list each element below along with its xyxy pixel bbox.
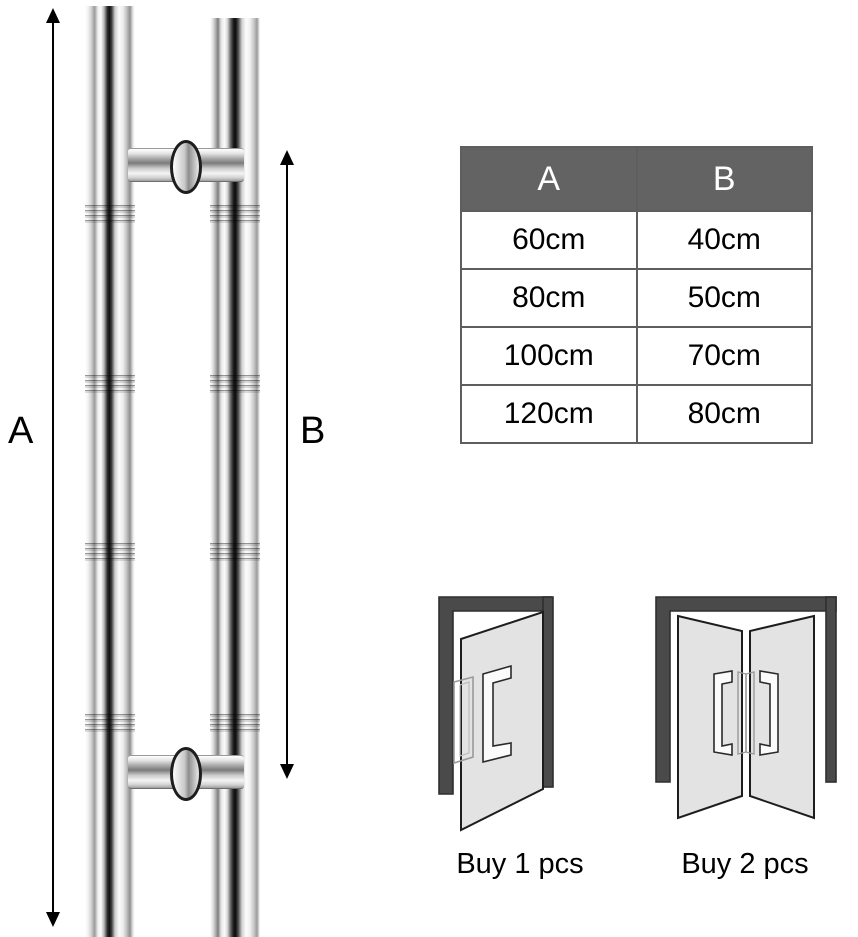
single-door-icon [438, 596, 554, 832]
handle-rib-band [210, 712, 260, 734]
cell-a: 120cm [460, 384, 638, 444]
cell-b: 50cm [635, 268, 813, 328]
double-door-icon [655, 596, 837, 820]
table-row: 120cm 80cm [460, 384, 813, 444]
double-door-caption: Buy 2 pcs [681, 848, 809, 880]
size-table: A B 60cm 40cm 80cm 50cm 100cm 70cm 120cm… [460, 146, 813, 444]
cell-b: 40cm [635, 210, 813, 270]
dimension-b-arrow-bottom [280, 764, 294, 779]
product-photo: A B [0, 0, 420, 937]
dimension-b-line [286, 162, 288, 767]
handle-rib-band [85, 203, 135, 225]
handle-rib-band [85, 712, 135, 734]
handle-rib-band [210, 203, 260, 225]
handle-rib-band [85, 541, 135, 563]
purchase-option-single: Buy 1 pcs [425, 586, 615, 880]
cell-a: 80cm [460, 268, 638, 328]
dimension-b-label: B [300, 410, 326, 452]
dimension-a-arrow-top [46, 8, 60, 23]
handle-rib-band [85, 373, 135, 395]
table-header-row: A B [460, 146, 813, 212]
handle-standoff-collar-top [170, 140, 202, 194]
table-row: 60cm 40cm [460, 210, 813, 270]
handle-bar-left [85, 6, 135, 937]
cell-b: 70cm [635, 326, 813, 386]
cell-a: 100cm [460, 326, 638, 386]
dimension-b-arrow-top [280, 150, 294, 165]
table-row: 80cm 50cm [460, 268, 813, 328]
cell-a: 60cm [460, 210, 638, 270]
dimension-a-label: A [8, 410, 34, 452]
column-header-b: B [635, 146, 813, 212]
single-door-caption: Buy 1 pcs [456, 848, 584, 880]
column-header-a: A [460, 146, 638, 212]
dimension-a-arrow-bottom [46, 912, 60, 927]
handle-standoff-collar-bottom [170, 747, 202, 801]
handle-rib-band [210, 373, 260, 395]
dimension-a-line [52, 20, 54, 915]
purchase-option-double: Buy 2 pcs [640, 586, 850, 880]
table-row: 100cm 70cm [460, 326, 813, 386]
handle-rib-band [210, 541, 260, 563]
cell-b: 80cm [635, 384, 813, 444]
